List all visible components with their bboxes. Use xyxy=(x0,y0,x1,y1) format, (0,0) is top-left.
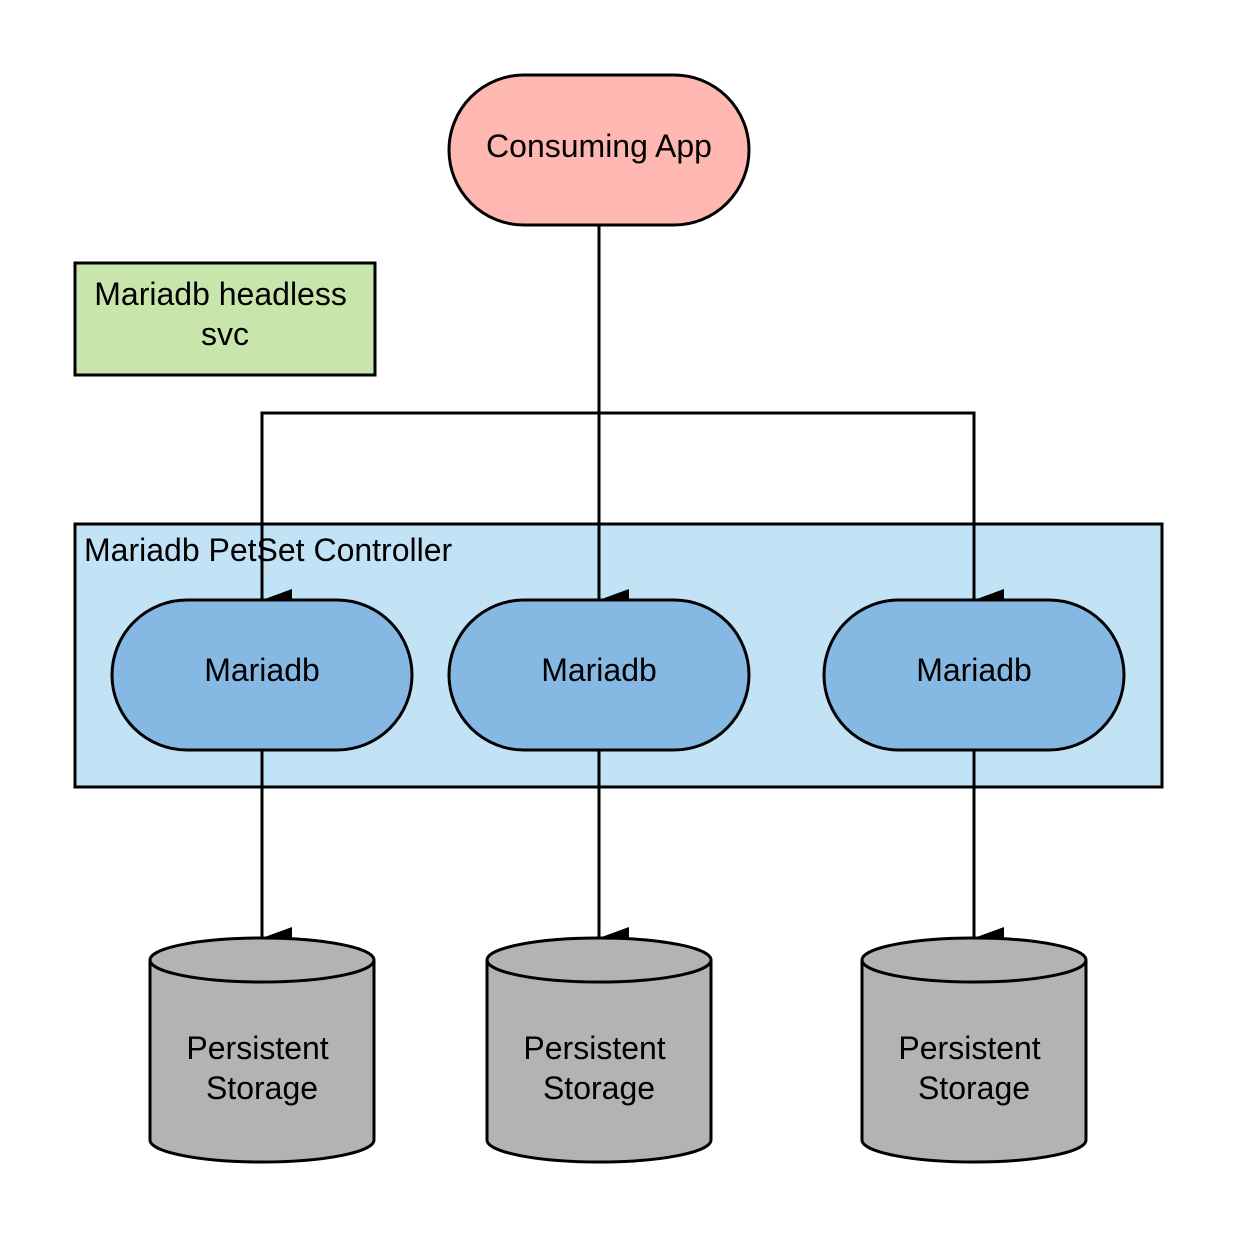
mariadb-label-2: Mariadb xyxy=(541,652,657,688)
storage-cylinder-body-2 xyxy=(485,936,713,1164)
storage-cylinder-rim-2 xyxy=(485,959,713,984)
storage-label-3-line2: Storage xyxy=(918,1070,1030,1106)
mariadb-node-3[interactable]: Mariadb xyxy=(822,598,1126,752)
storage-node-1[interactable]: Persistent Storage xyxy=(148,936,376,1164)
consuming-app-label: Consuming App xyxy=(486,128,712,164)
storage-label-1-line1: Persistent xyxy=(186,1030,328,1066)
headless-svc-node[interactable]: Mariadb headless svc xyxy=(73,261,377,377)
storage-label-1: Persistent Storage xyxy=(186,1030,337,1106)
storage-cylinder-body-1 xyxy=(148,936,376,1164)
headless-svc-label-line2: svc xyxy=(201,316,249,352)
mariadb-label-1: Mariadb xyxy=(204,652,320,688)
consuming-app-shape xyxy=(447,73,751,227)
storage-label-2-line2: Storage xyxy=(543,1070,655,1106)
storage-label-2: Persistent Storage xyxy=(523,1030,674,1106)
storage-cylinder-rim-1 xyxy=(148,959,376,984)
storage-cylinder-rim-3 xyxy=(860,959,1088,984)
edge-app-to-mariadb-3 xyxy=(599,411,1004,611)
mariadb-shape-3 xyxy=(822,598,1126,752)
consuming-app-node[interactable]: Consuming App xyxy=(447,73,751,227)
mariadb-shape-2 xyxy=(447,598,751,752)
storage-cylinder-body-3 xyxy=(860,936,1088,1164)
storage-label-3: Persistent Storage xyxy=(898,1030,1049,1106)
headless-svc-box xyxy=(73,261,377,377)
edge-app-to-mariadb-1 xyxy=(260,411,599,611)
mariadb-label-3: Mariadb xyxy=(916,652,1032,688)
mariadb-shape-1 xyxy=(110,598,414,752)
storage-label-2-line1: Persistent xyxy=(523,1030,665,1066)
mariadb-node-2[interactable]: Mariadb xyxy=(447,598,751,752)
connectors xyxy=(260,225,1004,949)
headless-svc-label-line1: Mariadb headless xyxy=(94,276,347,312)
mariadb-node-1[interactable]: Mariadb xyxy=(110,598,414,752)
storage-node-2[interactable]: Persistent Storage xyxy=(485,936,713,1164)
storage-label-1-line2: Storage xyxy=(206,1070,318,1106)
storage-label-3-line1: Persistent xyxy=(898,1030,1040,1066)
storage-node-3[interactable]: Persistent Storage xyxy=(860,936,1088,1164)
headless-svc-label: Mariadb headless svc xyxy=(94,276,355,352)
petset-controller-label: Mariadb PetSet Controller xyxy=(84,532,453,568)
